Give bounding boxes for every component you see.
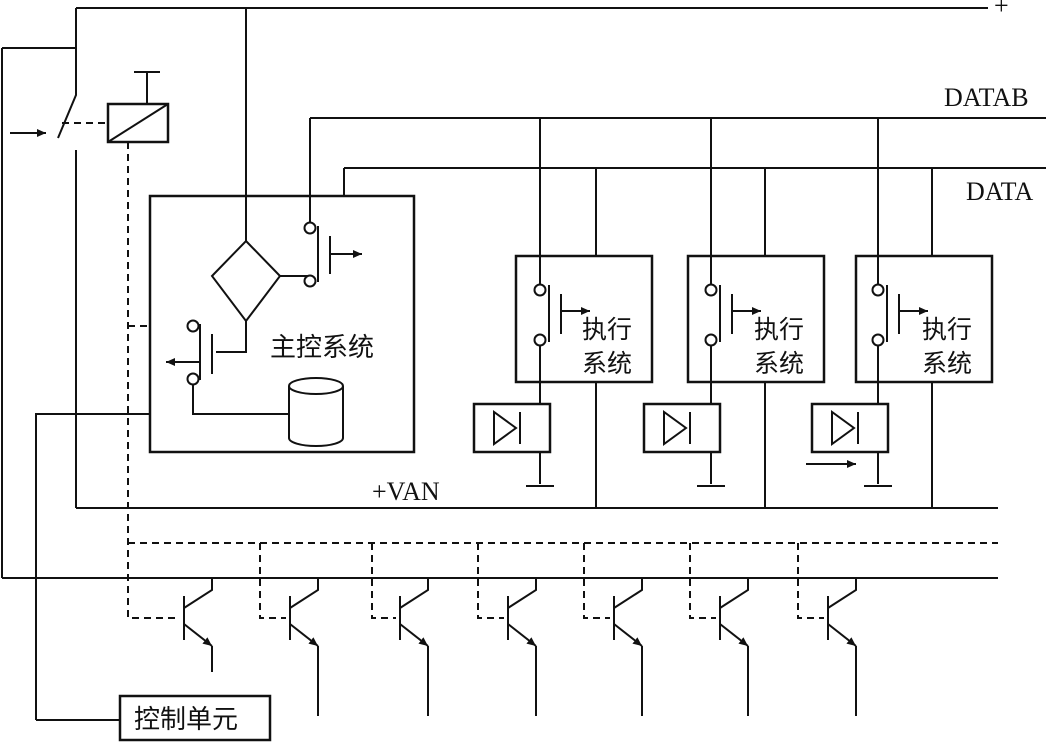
executor-2: 执行 系统 [642,118,826,508]
executor-label-line2: 系统 [754,349,804,378]
transistor-7 [797,543,857,716]
memory-cylinder-icon [288,377,344,447]
transistor-6 [689,543,749,716]
executor-3: 执行 系统 [806,118,994,508]
executor-label-line1: 执行 [582,315,632,344]
control-unit-box [118,694,272,742]
transistor-4 [477,543,537,716]
data-label: DATA [966,177,1033,206]
main-control-system: 主控系统 [148,8,416,454]
power-relay [1,8,186,619]
van-label: +VAN [372,477,440,506]
plus-label: + [994,0,1009,20]
transistor-5 [583,543,643,716]
executor-label-line2: 系统 [922,349,972,378]
control-unit-label: 控制单元 [134,705,238,735]
transistor-2 [259,543,319,716]
transistor-1 [183,578,213,672]
transistor-3 [371,543,429,716]
datab-label: DATAB [944,83,1029,112]
executor-1: 执行 系统 [472,118,654,508]
executor-label-line1: 执行 [922,315,972,344]
diode-icon [663,410,688,446]
executor-label-line1: 执行 [754,315,804,344]
main-control-label: 主控系统 [270,333,374,363]
diode-icon [493,410,518,446]
executor-label-line2: 系统 [582,349,632,378]
diode-icon [831,410,856,446]
